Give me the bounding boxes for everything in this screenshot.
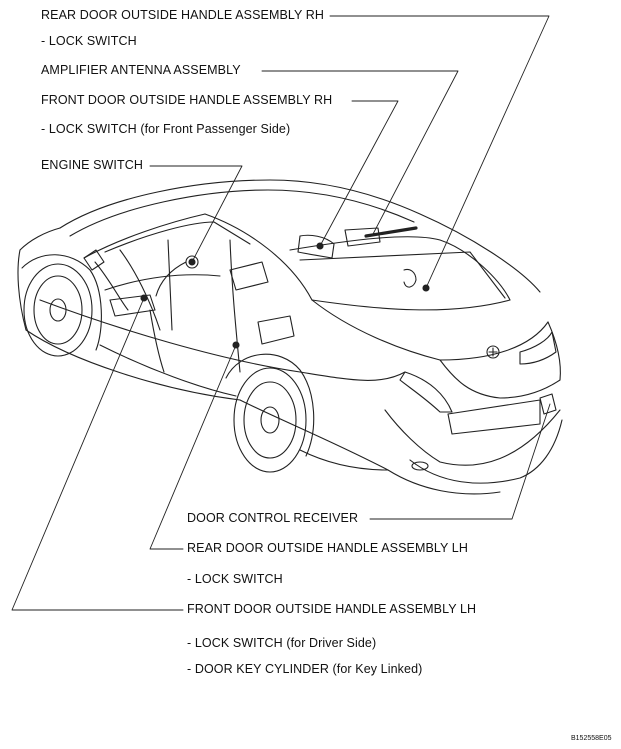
leader-amplifier-antenna	[261, 70, 459, 237]
leader-rear-door-rh	[329, 15, 550, 289]
label-front-door-outside-handle-rh: FRONT DOOR OUTSIDE HANDLE ASSEMBLY RH	[41, 93, 333, 107]
label-front-door-outside-handle-lh: FRONT DOOR OUTSIDE HANDLE ASSEMBLY LH	[187, 602, 477, 616]
label-rear-door-outside-handle-rh: REAR DOOR OUTSIDE HANDLE ASSEMBLY RH	[41, 8, 325, 22]
label-rear-door-rh-lock-switch: - LOCK SWITCH	[41, 34, 137, 48]
figure-id: B152558E05	[571, 735, 612, 742]
label-rear-door-outside-handle-lh: REAR DOOR OUTSIDE HANDLE ASSEMBLY LH	[187, 541, 468, 555]
leader-lines	[11, 15, 551, 611]
label-front-door-rh-lock-switch: - LOCK SWITCH (for Front Passenger Side)	[41, 122, 291, 136]
leader-engine-switch	[149, 165, 243, 263]
label-front-door-lh-key-cylinder: - DOOR KEY CYLINDER (for Key Linked)	[187, 662, 423, 676]
label-rear-door-lh-lock-switch: - LOCK SWITCH	[187, 572, 283, 586]
leader-front-door-lh	[11, 297, 184, 611]
label-door-control-receiver: DOOR CONTROL RECEIVER	[187, 511, 359, 525]
leader-rear-door-lh	[149, 344, 237, 550]
label-engine-switch: ENGINE SWITCH	[41, 158, 143, 172]
label-amplifier-antenna: AMPLIFIER ANTENNA ASSEMBLY	[41, 63, 241, 77]
label-front-door-lh-lock-switch: - LOCK SWITCH (for Driver Side)	[187, 636, 377, 650]
car-illustration	[17, 179, 563, 495]
leader-door-control-receiver	[369, 403, 551, 520]
leader-front-door-rh	[319, 100, 399, 247]
